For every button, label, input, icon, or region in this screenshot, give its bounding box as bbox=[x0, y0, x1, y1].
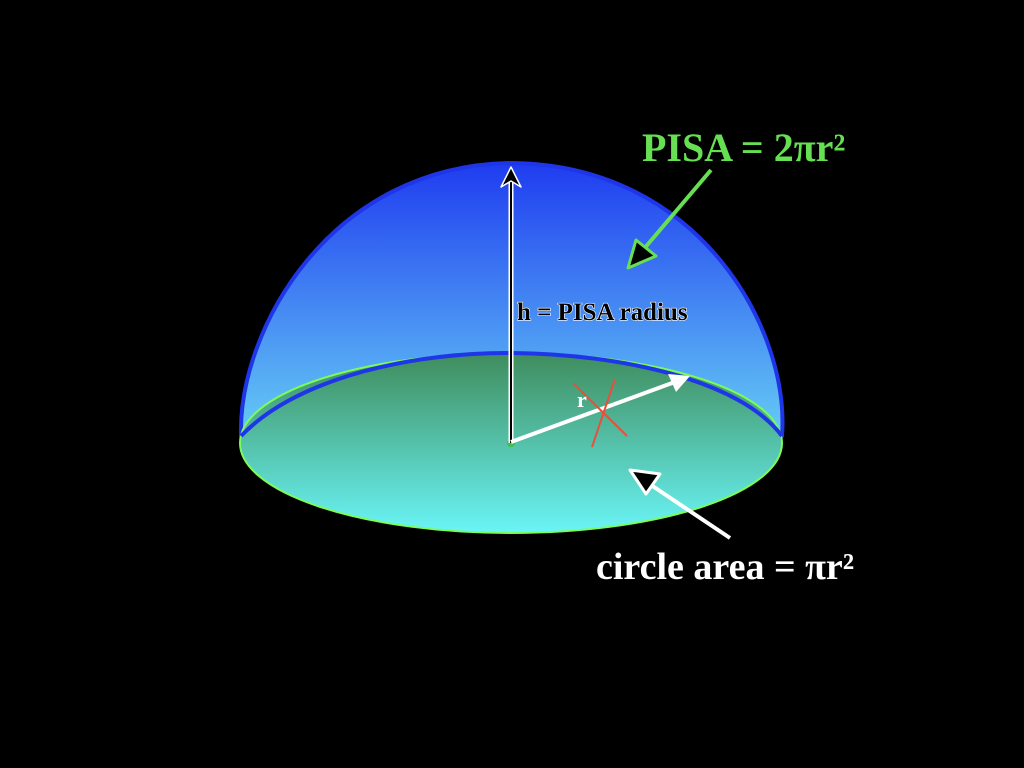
circle-formula-label: circle area = πr² bbox=[596, 546, 854, 588]
radius-arrow bbox=[510, 374, 690, 444]
circle-pointer-arrow bbox=[628, 468, 732, 540]
pisa-pointer-arrow bbox=[626, 168, 713, 270]
height-arrow bbox=[500, 166, 522, 443]
cross-marks bbox=[572, 378, 628, 448]
radius-label: r bbox=[577, 387, 587, 412]
pisa-formula-label: PISA = 2πr² bbox=[642, 125, 845, 170]
height-label: h = PISA radius bbox=[517, 299, 688, 326]
